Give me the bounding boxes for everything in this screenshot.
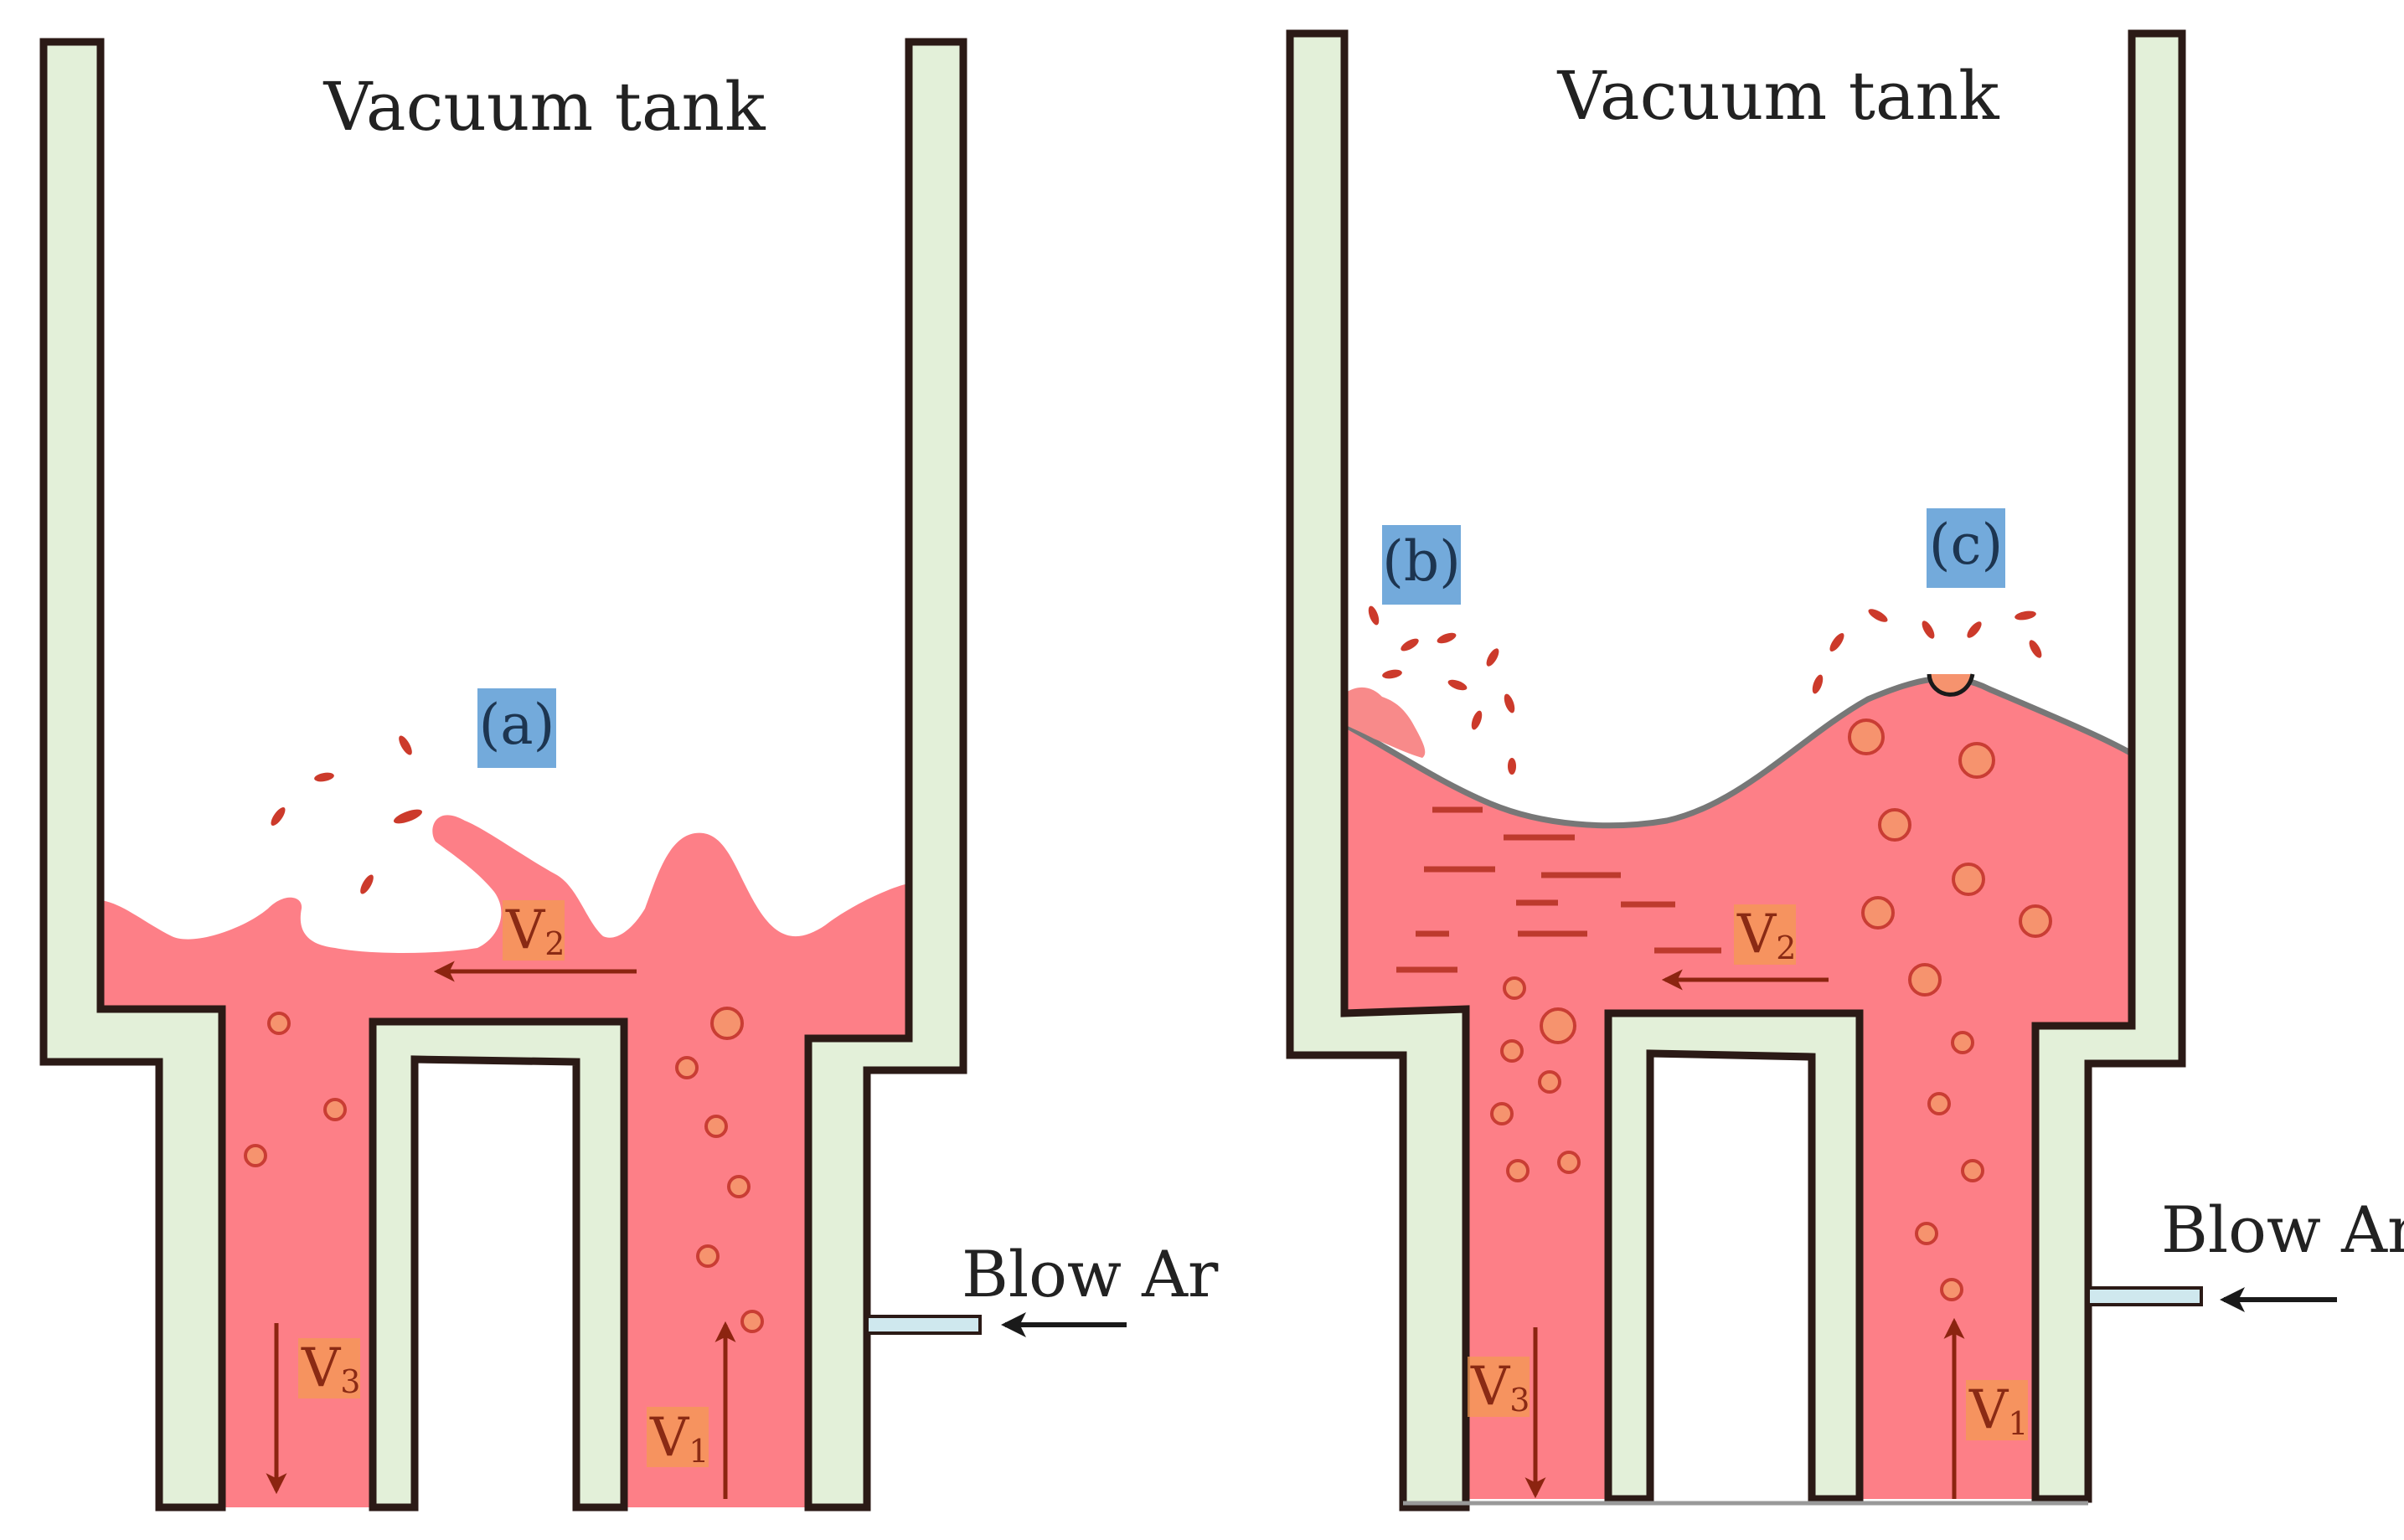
panel-b-droplets [1368, 605, 2042, 775]
svg-text:(a): (a) [479, 693, 555, 757]
panel-b-wall-splash [1344, 687, 1426, 758]
panel-b-blow-label: Blow Ar [2161, 1192, 2404, 1267]
panel-a-left-wall [39, 38, 226, 1512]
panel-b-inclusion-streaks [1396, 806, 1721, 973]
svg-text:(b): (b) [1382, 529, 1461, 594]
svg-text:V1: V1 [1968, 1379, 2028, 1442]
panel-b: Blow Ar [1286, 29, 2404, 1512]
panel-a-bubbles [244, 1007, 764, 1333]
svg-text:V3: V3 [301, 1337, 360, 1400]
panel-b-tag-c: (c) [1927, 508, 2005, 588]
svg-text:V2: V2 [505, 899, 565, 962]
panel-a-liquid [101, 815, 909, 1507]
panel-b-tag-b: (b) [1382, 525, 1461, 605]
panel-b-argon-pipe [2087, 1286, 2203, 1306]
panel-b-bubbles [1490, 718, 2052, 1301]
panel-b-v1-label: V1 [1966, 1379, 2028, 1442]
panel-a-title: Vacuum tank [322, 68, 766, 146]
panel-a-v1-label: V1 [647, 1407, 709, 1470]
panel-a: Blow Ar V1 [39, 38, 1219, 1512]
panel-a-droplets [271, 735, 423, 894]
panel-b-title: Vacuum tank [1556, 57, 2000, 135]
panel-a-right-wall [804, 38, 967, 1512]
panel-b-surface-line [1343, 675, 2133, 829]
panel-b-bursting-bubble [1927, 673, 1975, 697]
panel-b-v2-label: V2 [1734, 904, 1796, 966]
svg-text:(c): (c) [1929, 512, 2003, 577]
svg-text:V2: V2 [1736, 904, 1796, 966]
panel-b-liquid [1344, 678, 2132, 1499]
panel-a-blow-label: Blow Ar [962, 1237, 1219, 1311]
svg-text:V1: V1 [649, 1407, 709, 1470]
panel-b-right-wall [2031, 29, 2186, 1503]
panel-a-v2-label: V2 [503, 899, 565, 962]
panel-a-tag-a: (a) [477, 688, 556, 768]
panel-b-v3-label: V3 [1468, 1356, 1530, 1419]
panel-a-argon-pipe [865, 1315, 982, 1335]
panel-a-center-divider [369, 1017, 628, 1512]
panel-b-center-divider [1604, 1009, 1864, 1503]
svg-text:V3: V3 [1470, 1356, 1530, 1419]
panel-a-v3-label: V3 [298, 1337, 360, 1400]
panel-b-left-wall [1286, 29, 1470, 1512]
